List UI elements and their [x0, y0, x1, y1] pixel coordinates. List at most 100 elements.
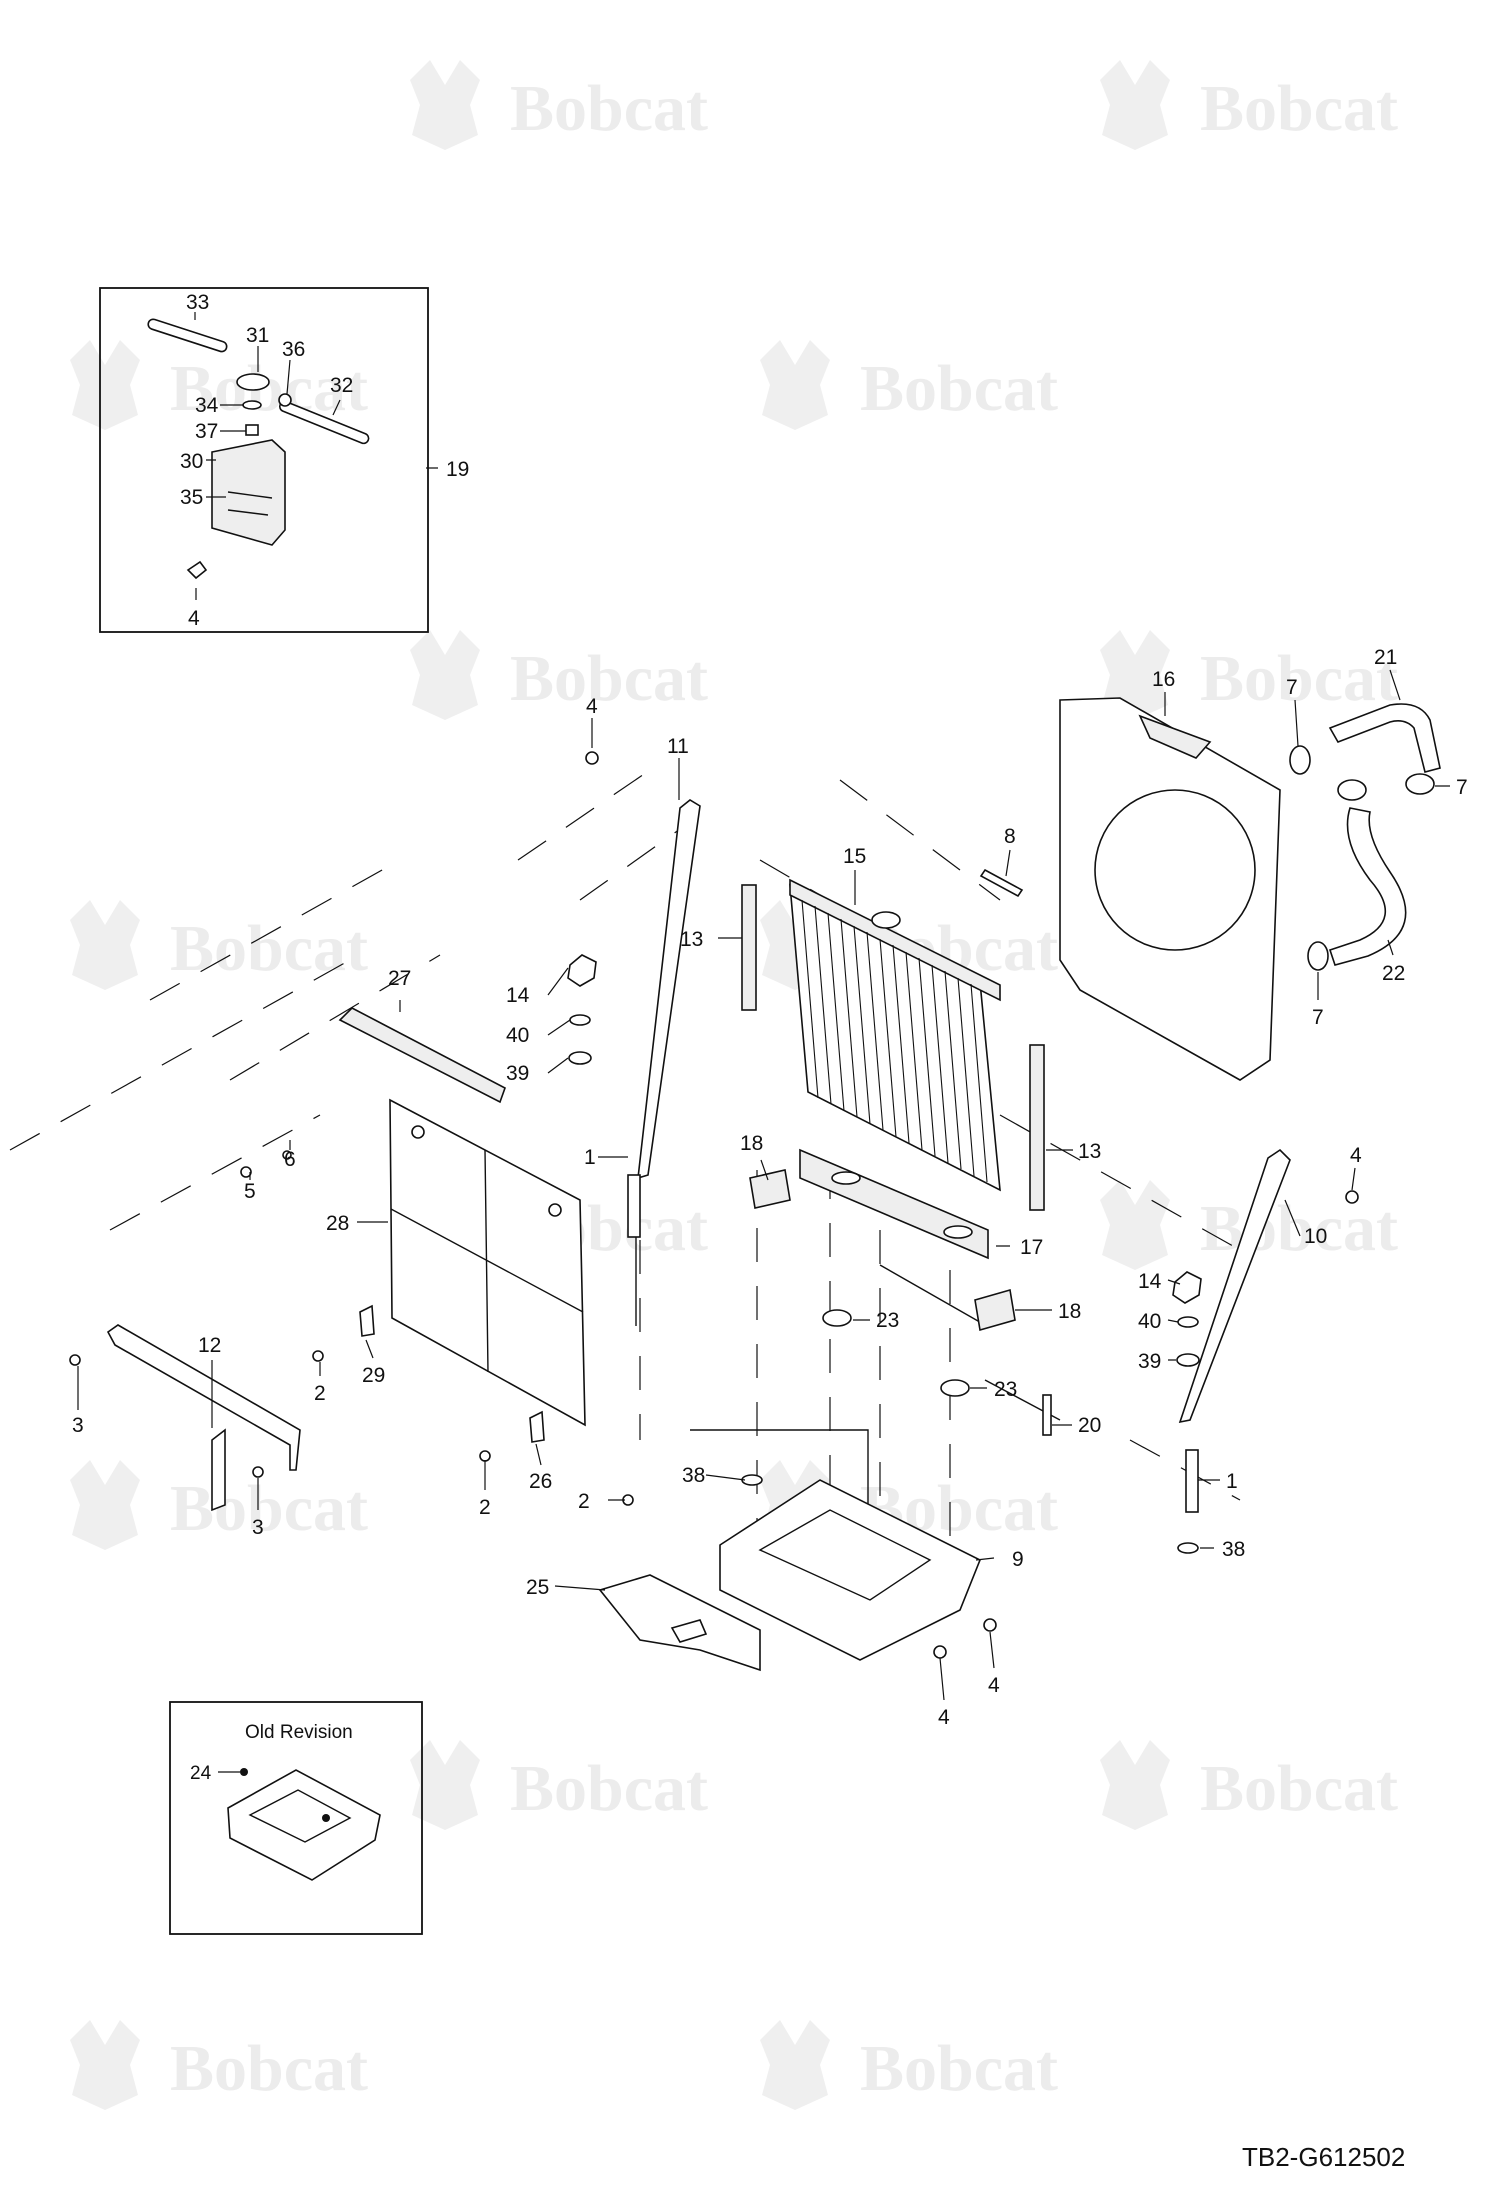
watermark-text: Bobcat: [860, 2032, 1058, 2105]
old-rev-fastener-24b: [322, 1814, 330, 1822]
screw-3-left: [69, 1354, 81, 1366]
radiator-15: [789, 878, 1001, 1192]
watermark-text: Bobcat: [510, 1752, 708, 1825]
washer-40-left: [569, 1014, 591, 1026]
clamp-7-mid: [1337, 779, 1367, 801]
old-base-plate-cutout: [248, 1789, 352, 1843]
screen-28: [389, 1098, 586, 1427]
callout-2-b: 2: [479, 1496, 491, 1519]
radiator-fins: [801, 899, 988, 1183]
callout-7-right: 7: [1456, 776, 1468, 799]
callout-20: 20: [1078, 1414, 1101, 1437]
clip-29: [359, 1304, 375, 1337]
callout-13-right: 13: [1078, 1140, 1101, 1163]
screen-28-divider: [390, 1149, 584, 1373]
stud-1-right: [1185, 1449, 1199, 1513]
callout-4-base-right: 4: [988, 1674, 1000, 1697]
hose-22: [1328, 807, 1407, 966]
oring-34: [242, 400, 262, 410]
callout-5: 5: [244, 1180, 256, 1203]
watermark-5: Bobcat: [410, 630, 708, 720]
watermark-text: Bobcat: [860, 352, 1058, 425]
bracket-10: [1178, 1148, 1291, 1424]
watermark-1: Bobcat: [410, 60, 708, 150]
inset-assembly-ref-19: 19: [446, 458, 469, 481]
spring-8: [979, 868, 1024, 898]
watermark-3: Bobcat: [70, 340, 368, 430]
callout-26: 26: [529, 1470, 552, 1493]
callout-7-upper: 7: [1286, 676, 1298, 699]
hardware-left: [567, 954, 763, 1486]
callout-14-left: 14: [506, 984, 530, 1007]
callout-4-right: 4: [1350, 1144, 1362, 1167]
base-plate-9: [719, 1479, 982, 1661]
callout-40-left: 40: [506, 1024, 529, 1047]
callout-12: 12: [198, 1334, 221, 1357]
watermark-2: Bobcat: [1100, 60, 1398, 150]
callout-4-top: 4: [586, 695, 598, 718]
bolt-4-inset: [186, 560, 208, 580]
cap-31: [236, 373, 270, 391]
inset-reservoir-frame: [99, 287, 429, 633]
callout-18-left: 18: [740, 1132, 763, 1155]
projection-lines: [9, 769, 1241, 1560]
bracket-11: [637, 799, 701, 1180]
callout-3-right: 3: [252, 1516, 264, 1539]
callout-16: 16: [1152, 668, 1175, 691]
inset-old-revision-callout-24: 24: [190, 1763, 212, 1784]
callout-21: 21: [1374, 646, 1397, 669]
callout-2-c: 2: [578, 1490, 590, 1513]
watermark-text: Bobcat: [510, 72, 708, 145]
plate-25: [598, 1574, 761, 1672]
watermark-text: Bobcat: [170, 912, 368, 985]
bolt-4-right: [1345, 1190, 1359, 1204]
inset-old-revision-frame: [169, 1701, 423, 1935]
inset-reservoir: 33 31 36 32 34 37 30 35 4 19: [99, 287, 469, 633]
screw-2-a: [312, 1350, 324, 1362]
callout-29: 29: [362, 1364, 385, 1387]
washer-39-right: [1176, 1353, 1200, 1367]
screw-5: [240, 1166, 252, 1178]
nut-14-left: [567, 954, 597, 987]
callout-25: 25: [526, 1576, 549, 1599]
inset-label-33: 33: [186, 291, 209, 314]
callout-1-left: 1: [584, 1146, 596, 1169]
watermark-11: Bobcat: [70, 1460, 368, 1550]
callout-23-left: 23: [876, 1309, 899, 1332]
hardware-right: [1172, 1271, 1202, 1554]
callout-2-a: 2: [314, 1382, 326, 1405]
inset-label-37: 37: [195, 420, 218, 443]
callout-14-right: 14: [1138, 1270, 1162, 1293]
seal-13-right: [1029, 1044, 1045, 1211]
washer-39-left: [568, 1051, 592, 1065]
callout-22: 22: [1382, 962, 1405, 985]
callout-17: 17: [1020, 1236, 1043, 1259]
callout-1-right: 1: [1226, 1470, 1238, 1493]
watermark-15: Bobcat: [70, 2020, 368, 2110]
stud-1-left: [627, 1174, 641, 1238]
watermark-text: Bobcat: [510, 642, 708, 715]
inset-label-36: 36: [282, 338, 305, 361]
watermark-text: Bobcat: [170, 1472, 368, 1545]
watermark-text: Bobcat: [1200, 1752, 1398, 1825]
callout-9: 9: [1012, 1548, 1024, 1571]
bolt-4-top: [585, 751, 599, 765]
drawing-code: TB2-G612502: [1242, 2142, 1405, 2172]
pipe-20: [1042, 1394, 1052, 1436]
callout-4-base-left: 4: [938, 1706, 950, 1729]
callout-10: 10: [1304, 1225, 1327, 1248]
screen-28-panel: [389, 1098, 586, 1427]
callout-40-right: 40: [1138, 1310, 1161, 1333]
watermark-4: Bobcat: [760, 340, 1058, 430]
inset-old-revision-title: Old Revision: [245, 1722, 353, 1743]
watermark-6: Bobcat: [1100, 630, 1398, 720]
washer-38-right: [1177, 1542, 1199, 1554]
callout-labels: 4 11 27 14 40 39 1 6 5 28 12 3 3 29 2 26…: [72, 646, 1468, 1729]
clamp-7-upper-left: [1289, 745, 1311, 775]
old-base-plate: [227, 1769, 381, 1881]
screw-3-right: [252, 1466, 264, 1478]
screen-28-hole-2: [548, 1203, 562, 1217]
nut-14-right: [1172, 1271, 1202, 1304]
radiator-top-tank: [789, 878, 1001, 1002]
callout-13-left: 13: [680, 928, 703, 951]
